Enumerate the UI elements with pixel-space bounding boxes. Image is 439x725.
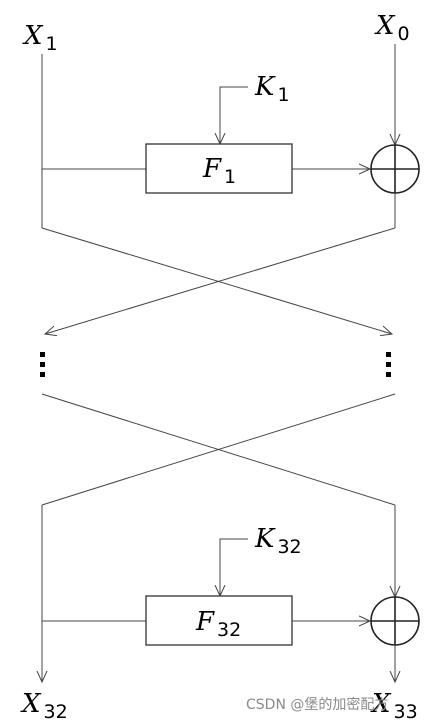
xor-icon	[370, 144, 420, 194]
f32-box	[145, 595, 293, 646]
swap1-right-to-left	[45, 227, 396, 334]
key-k1-arrow	[220, 86, 248, 144]
watermark: CSDN @堡的加密配方	[246, 696, 388, 713]
xor-icon	[370, 596, 420, 646]
swap2-right-to-left	[41, 393, 396, 506]
f1-box	[145, 143, 293, 194]
ellipsis-right-icon	[386, 352, 391, 377]
swap1-left-to-right	[41, 227, 392, 334]
ellipsis-left-icon	[40, 352, 45, 377]
key-k32-arrow	[220, 538, 248, 596]
